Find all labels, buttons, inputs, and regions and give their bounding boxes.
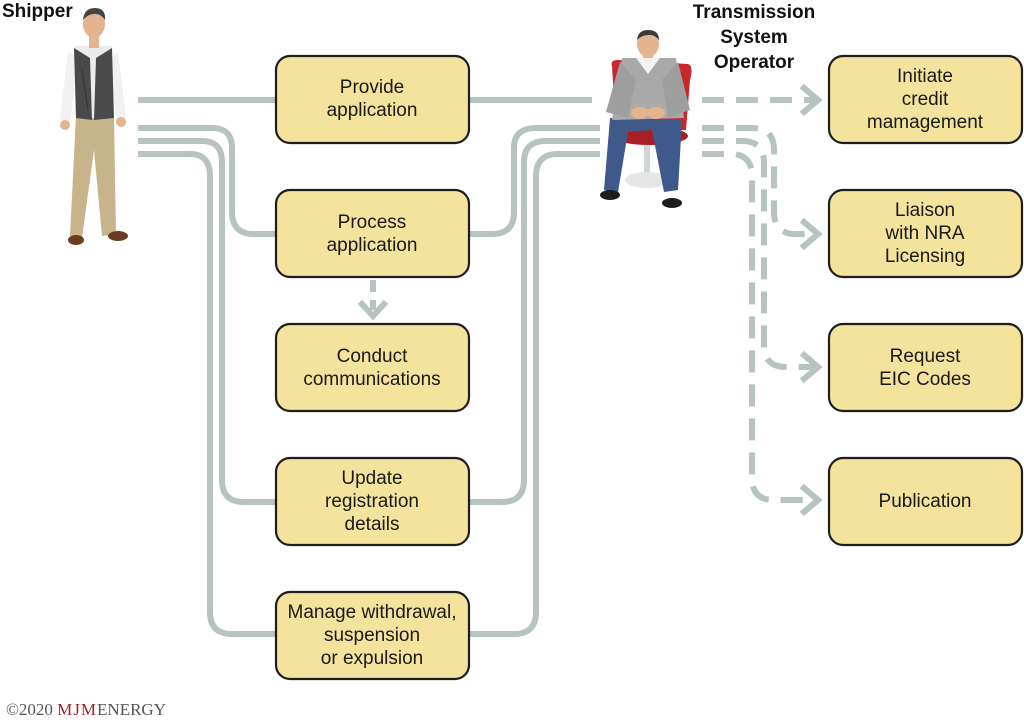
box-eic-line-2: EIC Codes: [879, 369, 971, 390]
tso-label-line-2: System: [720, 27, 788, 48]
box-liaison-line-1: Liaison: [895, 200, 955, 221]
box-process-line-1: Process: [338, 212, 407, 233]
box-liaison-line-2: with NRA: [884, 223, 965, 244]
box-eic-line-1: Request: [890, 346, 961, 367]
box-liaison-nra: Liaison with NRA Licensing: [827, 188, 1024, 279]
solid-connectors: [138, 97, 600, 637]
connector-tso-publication: [702, 151, 818, 503]
box-publication-line-1: Publication: [879, 491, 972, 512]
tso-label-line-3: Operator: [714, 52, 795, 73]
box-liaison-line-3: Licensing: [885, 246, 965, 267]
connector-tso-liaison: [702, 125, 818, 237]
box-update-registration: Update registration details: [274, 456, 471, 547]
box-provide-line-2: application: [327, 100, 418, 121]
arrowhead-publication: [799, 483, 823, 517]
connector-tso-eic: [702, 138, 818, 370]
box-conduct-communications: Conduct communications: [274, 322, 471, 413]
box-credit-line-1: Initiate: [897, 66, 953, 87]
box-manage-line-1: Manage withdrawal,: [288, 602, 457, 623]
tso-label-line-1: Transmission: [693, 2, 816, 23]
copyright-notice: ©2020 MJMENERGY: [6, 700, 166, 720]
box-update-line-3: details: [345, 514, 400, 535]
box-initiate-credit: Initiate credit mamagement: [827, 54, 1024, 145]
arrowhead-liaison: [799, 217, 823, 251]
shipper-figure-icon: [60, 8, 128, 245]
box-provide-line-1: Provide: [340, 77, 404, 98]
box-credit-line-2: credit: [902, 89, 949, 110]
box-manage-line-3: or expulsion: [321, 648, 423, 669]
box-publication: Publication: [827, 456, 1024, 547]
arrowhead-credit: [799, 83, 823, 117]
tso-figure-icon: [600, 30, 692, 208]
connector-shipper-process: [138, 125, 276, 237]
box-conduct-line-2: communications: [303, 369, 440, 390]
box-process-application: Process application: [274, 188, 471, 279]
connector-shipper-manage: [138, 151, 276, 637]
arrowhead-eic: [799, 350, 823, 384]
shipper-label: Shipper: [2, 1, 73, 22]
connector-shipper-update: [138, 138, 276, 505]
box-update-line-2: registration: [325, 491, 419, 512]
box-manage-withdrawal: Manage withdrawal, suspension or expulsi…: [274, 590, 471, 681]
copyright-brand: MJM: [57, 700, 98, 719]
copyright-prefix: ©2020: [6, 700, 53, 719]
box-manage-line-2: suspension: [324, 625, 420, 646]
box-provide-application: Provide application: [274, 54, 471, 145]
box-credit-line-3: mamagement: [867, 112, 984, 133]
box-update-line-1: Update: [341, 468, 402, 489]
box-conduct-line-1: Conduct: [337, 346, 408, 367]
arrowhead-conduct: [357, 299, 389, 321]
box-process-line-2: application: [327, 235, 418, 256]
box-request-eic: Request EIC Codes: [827, 322, 1024, 413]
connector-update-tso: [469, 138, 600, 505]
dashed-connectors: [357, 83, 823, 517]
copyright-suffix: ENERGY: [97, 700, 166, 719]
connector-process-tso: [469, 125, 600, 237]
connector-manage-tso: [469, 151, 600, 637]
